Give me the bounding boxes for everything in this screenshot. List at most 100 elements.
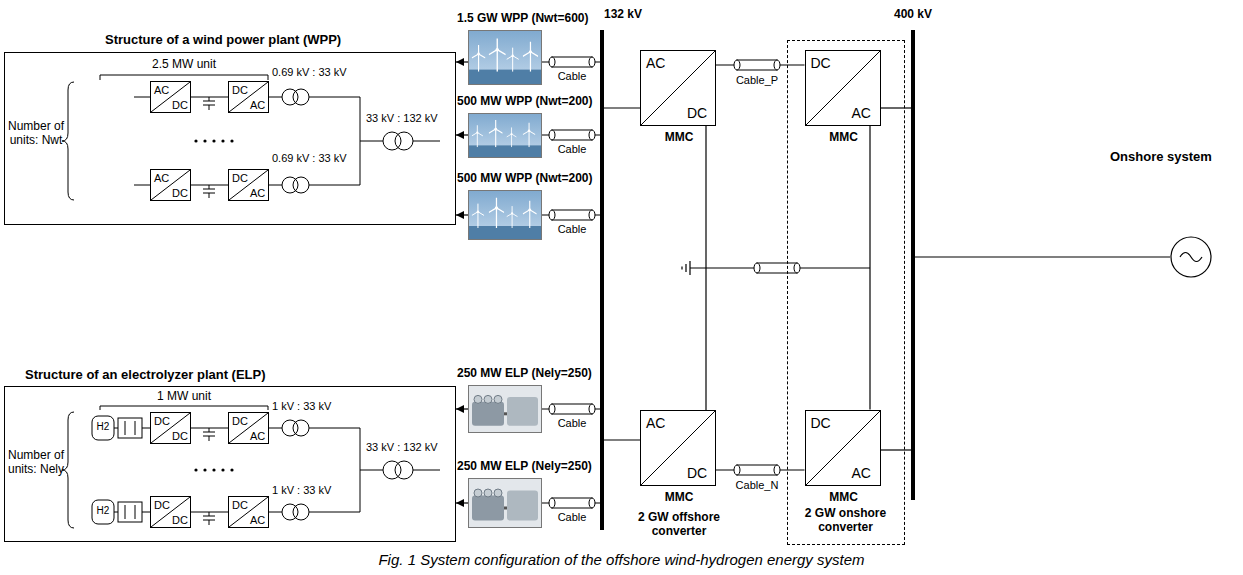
cable-label: Cable [556,417,589,430]
node-text: DC [154,499,170,512]
wpp-structure-box: Structure of a wind power plant (WPP)ACD… [4,52,456,225]
converter-box: DCAC [228,412,269,444]
node-heading: MMC [631,131,727,145]
transformer-rating: 33 kV : 132 kV [366,441,438,454]
electrolyzer-cell [118,502,142,522]
unit-bracket [100,406,268,410]
converter-box: ACDCMMC [640,50,716,126]
node-text: AC [852,105,871,121]
node-heading: 250 MW ELP (Nely=250) [457,367,592,381]
transformer-rating: 0.69 kV : 33 kV [272,152,347,165]
converter-box: DCAC [228,169,269,201]
node-heading: MMC [631,491,727,505]
count-brace [62,82,74,200]
hydrogen-label: H2 [94,421,112,433]
wind-farm-box: 500 MW WPP (Nwt=200) [468,190,542,240]
capacitor-symbol [203,97,215,110]
cable-label: Cable [556,511,589,524]
node-heading: 250 MW ELP (Nely=250) [457,460,592,474]
unit-label: 1 MW unit [144,390,224,404]
node-heading: 500 MW WPP (Nwt=200) [457,95,592,109]
cable-line [191,427,228,428]
cable-label: Cable [556,143,589,156]
converter-box: DCACMMC [805,50,881,126]
cable-line [705,126,706,410]
wind-farm-picture [468,190,542,240]
wind-farm-box: 500 MW WPP (Nwt=200) [468,113,542,158]
cable-symbol [549,210,595,220]
node-text: DC [811,415,831,431]
node-heading: 400 kV [891,8,935,22]
cable-symbols [549,57,800,508]
node-text: AC [154,84,169,97]
wind-farm-picture [468,30,542,85]
unit-label: 2.5 MW unit [144,58,224,72]
node-text: DC [172,514,188,527]
source-symbol [1170,236,1212,278]
node-text: DC [687,465,707,481]
transformer-rating: 33 kV : 132 kV [366,112,438,125]
dc-midpoint-wiring [682,261,870,275]
cable-symbol [549,57,595,67]
hydrogen-tank [92,500,114,524]
cable-label: Cable_P [734,74,780,87]
busbar: 400 kV [911,30,915,500]
arrow-line [456,408,468,409]
node-heading: MMC [796,491,892,505]
converter-box: DCDC [150,412,191,444]
electrolyzer-picture [468,478,542,528]
converter-box: ACDCMMC2 GW offshore converter [640,410,716,486]
node-text: DC [172,99,188,112]
node-text: AC [852,465,871,481]
converter-box: ACDC [150,169,191,201]
arrow-line [456,61,468,62]
node-text: DC [232,499,248,512]
transformer-symbol [383,461,401,479]
node-heading: 500 MW WPP (Nwt=200) [457,172,592,186]
node-text: AC [250,99,265,112]
figure-caption: Fig. 1 System configuration of the offsh… [0,551,1243,568]
capacitor-symbol [203,185,215,198]
node-heading: 2 GW onshore converter [788,507,903,535]
wpp-unit-wiring [62,75,440,200]
cable-line [869,126,870,410]
arrow-line [456,502,468,503]
node-heading: 1.5 GW WPP (Nwt=600) [457,12,588,26]
node-text: DC [811,55,831,71]
transformer-rating: 1 kV : 33 kV [272,484,331,497]
cable-line [604,439,640,440]
cable-symbol [549,130,595,140]
transformer-symbol [383,132,401,150]
cable-label: Cable [556,223,589,236]
cable-symbol [754,263,800,273]
converter-box: DCAC [228,496,269,528]
node-heading: 132 kV [604,8,642,22]
arrow-line [456,134,468,135]
converter-box: DCDC [150,496,191,528]
cable-symbol [549,404,595,414]
node-text: AC [250,514,265,527]
cable-line [604,107,640,108]
node-heading: Structure of a wind power plant (WPP) [105,33,341,48]
electrolyzer-cell [118,418,142,438]
node-text: AC [250,430,265,443]
unit-bracket [100,75,268,80]
cable-symbol [549,498,595,508]
cable-symbol [734,465,780,475]
cable-line [881,449,912,450]
node-heading: Onshore system [1110,150,1212,165]
cable-label: Cable [556,70,589,83]
node-text: DC [232,84,248,97]
wind-farm-picture [468,113,542,158]
node-text: DC [232,415,248,428]
node-heading: Structure of an electrolyzer plant (ELP) [25,368,266,383]
converter-box: DCAC [228,81,269,113]
hydrogen-label: H2 [94,505,112,517]
wind-farm-box: 1.5 GW WPP (Nwt=600) [468,30,542,85]
ground-symbol [682,261,706,275]
cable-line [191,511,228,512]
electrolyzer-box: 250 MW ELP (Nely=250) [468,478,542,528]
elp-unit-wiring [62,406,440,528]
cable-line [881,107,912,108]
